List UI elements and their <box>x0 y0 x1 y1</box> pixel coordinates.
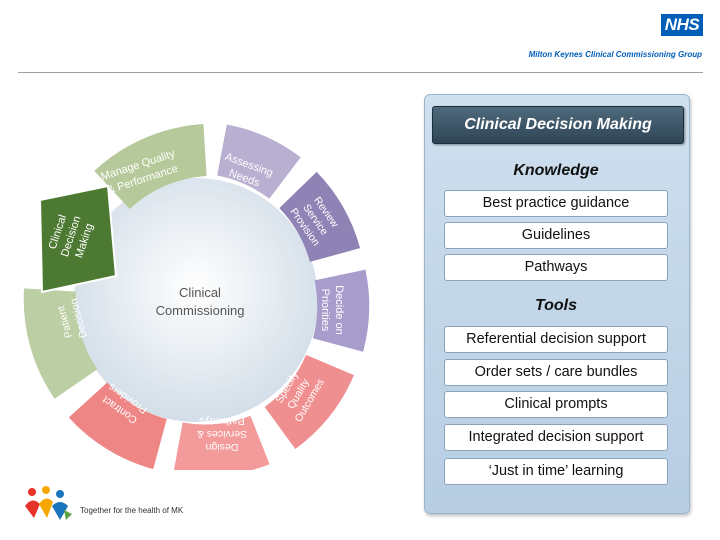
tools-item-clinical-prompts: Clinical prompts <box>444 391 668 418</box>
label-decide-line1: Decide on <box>333 285 345 335</box>
segment-review-service <box>278 171 361 263</box>
label-design-line1: Design <box>205 441 238 453</box>
org-name: Milton Keynes Clinical Commissioning Gro… <box>528 50 702 59</box>
knowledge-item-pathways: Pathways <box>444 254 668 281</box>
mk-logo-icon <box>25 486 72 520</box>
knowledge-heading: Knowledge <box>513 162 599 179</box>
tools-item-order-sets: Order sets / care bundles <box>444 359 668 386</box>
segment-manage-quality <box>94 124 208 210</box>
panel-title: Clinical Decision Making <box>432 106 684 144</box>
knowledge-item-best-practice: Best practice guidance <box>444 190 668 217</box>
nhs-logo: NHS <box>661 14 703 36</box>
segment-assessing-needs <box>216 124 301 200</box>
knowledge-item-guidelines: Guidelines <box>444 222 668 249</box>
cycle-center-line1: Clinical <box>179 285 221 300</box>
header-divider <box>18 72 703 73</box>
tools-heading: Tools <box>534 297 578 314</box>
commissioning-cycle-diagram: Clinical Commissioning Manage Quality & … <box>23 124 370 470</box>
label-design-line2: Services & <box>197 428 247 440</box>
cycle-center-line2: Commissioning <box>156 303 245 318</box>
segment-patient-decision <box>23 288 98 399</box>
segment-decide-priorities <box>312 269 370 352</box>
segment-contract-providers <box>68 381 168 470</box>
label-design-line3: Pathways <box>199 415 245 427</box>
footer-tagline: Together for the health of MK <box>80 506 184 515</box>
segment-specify-quality <box>264 354 354 450</box>
segment-design-services <box>173 415 270 470</box>
tools-item-referential: Referential decision support <box>444 326 668 353</box>
label-decide-line2: Priorities <box>319 289 331 332</box>
cycle-center <box>74 178 318 422</box>
segment-clinical-decision-making <box>38 184 118 294</box>
tools-item-just-in-time: ‘Just in time’ learning <box>444 458 668 485</box>
tools-item-integrated: Integrated decision support <box>444 424 668 451</box>
